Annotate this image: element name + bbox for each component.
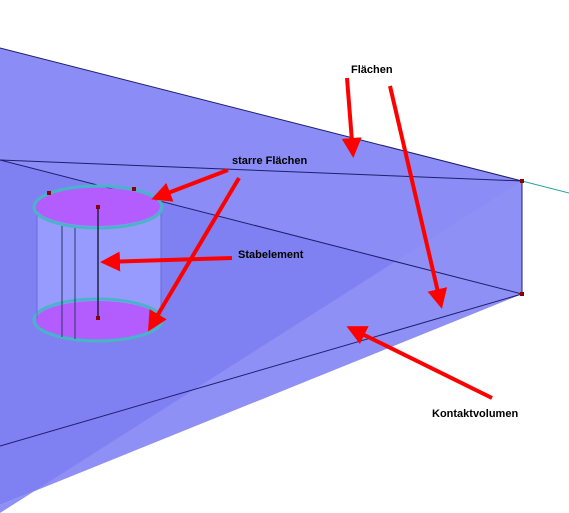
corner-node	[520, 292, 524, 296]
member-node-bottom	[96, 316, 100, 320]
label-flaechen: Flächen	[351, 64, 393, 76]
label-kontaktvolumen: Kontaktvolumen	[432, 408, 518, 420]
label-starre-flaechen: starre Flächen	[232, 155, 307, 167]
annotation-arrows	[100, 77, 493, 400]
arrow-stabelement	[100, 251, 233, 272]
arrow-starre-bottom	[147, 176, 241, 332]
arrow-kontaktvolumen	[346, 326, 493, 400]
label-stabelement: Stabelement	[238, 249, 304, 261]
arrow-starre-top	[151, 168, 229, 202]
corner-node	[520, 179, 524, 183]
arrow-flaechen-side	[388, 85, 448, 309]
ring-node	[132, 187, 136, 191]
arrow-flaechen-top	[341, 77, 362, 158]
slab-bottom-edge	[0, 293, 523, 447]
ring-node	[47, 191, 51, 195]
member-node-top	[96, 205, 100, 209]
slab-right-face	[0, 181, 522, 513]
cylinder	[32, 184, 164, 343]
axis-extension	[521, 180, 569, 194]
slab-top-back-edge	[0, 47, 523, 182]
slab-inner-edge	[0, 159, 523, 182]
